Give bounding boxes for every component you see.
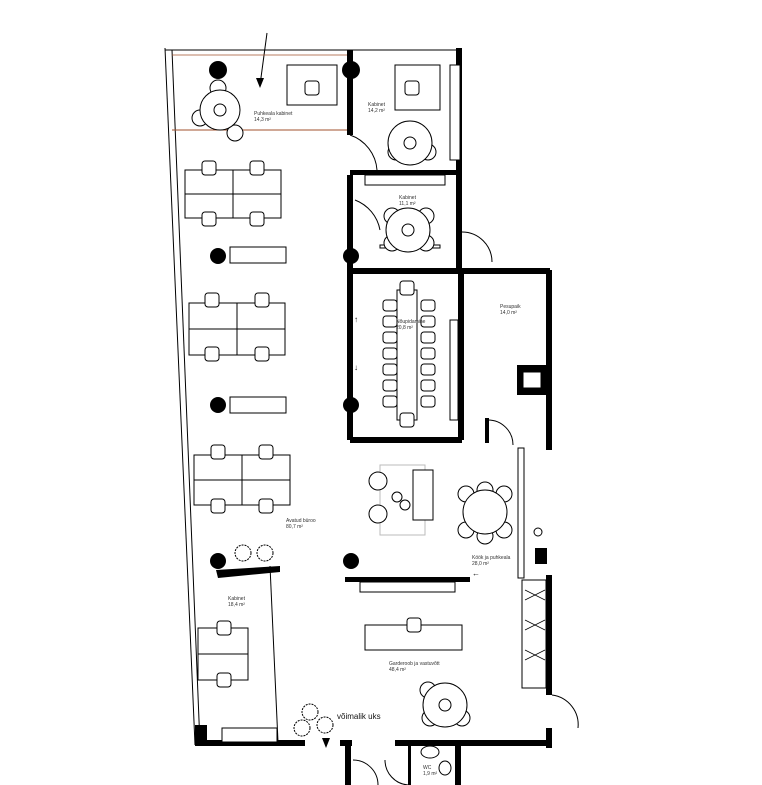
room-name: Nõupidamine: [396, 319, 426, 325]
chair: [404, 80, 420, 96]
room-area: 1,9 m²: [423, 771, 438, 777]
arrow-down-icon: ↓: [354, 363, 358, 372]
door-note: võimalik uks: [337, 712, 381, 721]
columns: [209, 61, 360, 569]
chair: [399, 280, 415, 296]
chair: [382, 315, 398, 328]
plants: [234, 544, 334, 737]
chair: [216, 620, 232, 636]
interior-walls: [216, 50, 550, 743]
stairs: [524, 589, 546, 661]
room-name: Kabinet: [399, 195, 417, 201]
room-area: 11,1 m²: [399, 201, 416, 207]
arrow-left-icon: ←: [472, 569, 480, 578]
room-area: 80,7 m²: [286, 524, 303, 530]
chair: [382, 347, 398, 360]
room-area: 14,0 m²: [500, 310, 517, 316]
chair: [204, 346, 220, 362]
chair: [420, 395, 436, 408]
chair: [201, 160, 217, 176]
chair: [382, 379, 398, 392]
room-name: Garderoob ja vastuvõtt: [389, 661, 440, 667]
room-area: 18,4 m²: [228, 602, 245, 608]
chair: [258, 444, 274, 460]
arrow-icon: [256, 32, 268, 88]
chair: [204, 292, 220, 308]
chair: [258, 498, 274, 514]
arrow-up-icon: ↑: [354, 315, 358, 324]
room-area: 28,0 m²: [472, 561, 489, 567]
desks: [184, 64, 463, 743]
chair: [399, 412, 415, 428]
chair: [382, 363, 398, 376]
room-name: Kabinet: [368, 102, 386, 108]
room-name: Kabinet: [228, 596, 246, 602]
chair: [210, 444, 226, 460]
lounge: [368, 464, 434, 536]
chair: [210, 498, 226, 514]
room-area: 14,3 m²: [254, 117, 271, 123]
chair: [226, 124, 244, 142]
room-labels: Puhkeala kabinet 14,3 m² Kabinet 14,2 m²…: [228, 102, 521, 777]
chair: [382, 395, 398, 408]
room-name: Avatud büroo: [286, 518, 316, 524]
chair: [249, 211, 265, 227]
chair: [201, 211, 217, 227]
doors: [349, 134, 579, 785]
wc-fixtures: [420, 745, 452, 776]
chair: [406, 617, 422, 633]
chair: [216, 672, 232, 688]
chair: [382, 331, 398, 344]
door-arrow-icon: [322, 738, 330, 748]
chair: [420, 347, 436, 360]
room-name: Pesupaik: [500, 304, 521, 310]
chair: [304, 80, 320, 96]
chair: [420, 379, 436, 392]
room-name: Puhkeala kabinet: [254, 111, 293, 117]
round-tables: [199, 89, 508, 728]
room-area: 14,2 m²: [368, 108, 385, 114]
chair: [254, 346, 270, 362]
chair: [382, 299, 398, 312]
room-name: Köök ja puhkeala: [472, 555, 511, 561]
room-area: 48,4 m²: [389, 667, 406, 673]
chair: [420, 331, 436, 344]
room-area: 20,8 m²: [396, 325, 413, 331]
chair: [420, 363, 436, 376]
chair: [249, 160, 265, 176]
chair: [254, 292, 270, 308]
chair: [420, 299, 436, 312]
room-name: WC: [423, 765, 432, 771]
chair: [420, 315, 436, 328]
